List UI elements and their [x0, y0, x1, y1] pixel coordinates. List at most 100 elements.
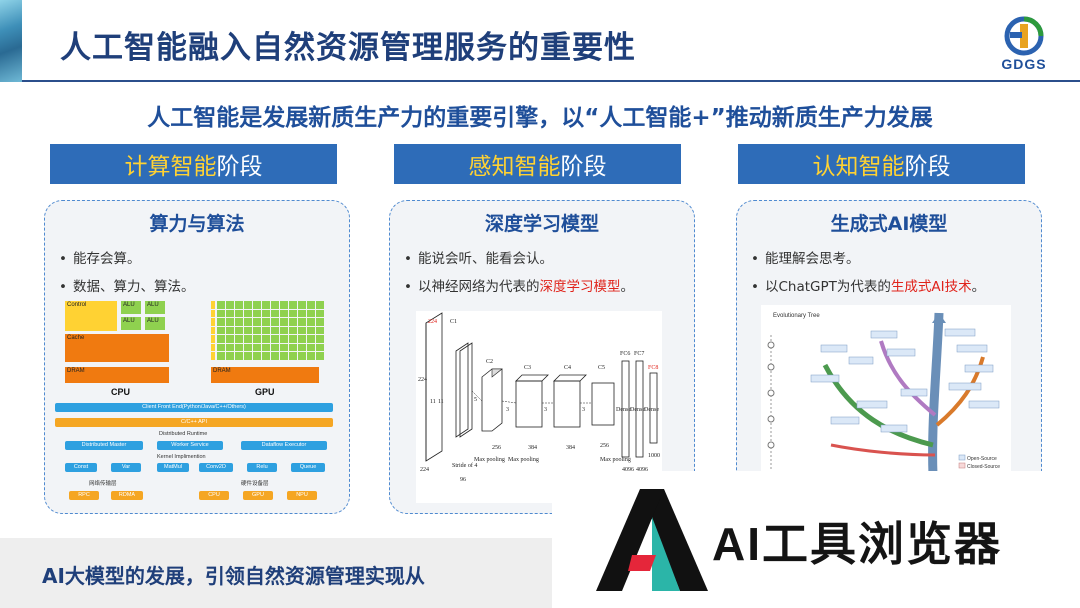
gpu-core-cell — [226, 343, 234, 351]
gpu-core-cell — [235, 301, 243, 309]
stage-suffix: 阶段 — [904, 154, 951, 180]
gpu-core-cell — [280, 352, 288, 360]
cnn-size: 384 — [566, 445, 575, 451]
gpu-core-cell — [298, 352, 306, 360]
gpu-core-cell — [307, 301, 315, 309]
cnn-label: C2 — [486, 359, 493, 365]
gpu-core-cell — [217, 335, 225, 343]
stage-suffix: 阶段 — [216, 154, 263, 180]
gpu-core-cell — [235, 309, 243, 317]
gpu-core-cell — [235, 343, 243, 351]
cnn-input-tag: 224 — [428, 319, 437, 325]
cnn-size: 256 — [600, 443, 609, 449]
cnn-size: 5 — [474, 397, 477, 403]
gpu-core-cell — [289, 326, 297, 334]
gpu-core-cell — [298, 343, 306, 351]
stage-suffix: 阶段 — [560, 154, 607, 180]
network-chip: RDMA — [111, 491, 143, 500]
worker-service-chip: Worker Service — [157, 441, 223, 450]
gpu-core-cell — [217, 352, 225, 360]
gpu-core-cell — [253, 326, 261, 334]
network-chip: RPC — [69, 491, 99, 500]
gpu-core-cell — [253, 335, 261, 343]
gpu-core-cell — [298, 301, 306, 309]
stage-highlight: 感知智能 — [468, 154, 561, 180]
gpu-core-cell — [289, 343, 297, 351]
cnn-size: 224 — [420, 467, 429, 473]
gpu-core-cell — [226, 335, 234, 343]
gpu-core-cell — [244, 335, 252, 343]
cnn-layers-svg: 224 C1 C2 C3 C4 C5 FC6 FC7 FC8 224 224 1… — [418, 312, 660, 483]
kernel-chip: Var — [111, 463, 141, 472]
stage-computing-intelligence: 计算智能阶段 — [50, 144, 337, 184]
kernel-chip: Conv2D — [199, 463, 233, 472]
cpu-cache-block: Cache — [65, 334, 169, 362]
llm-evolutionary-tree: Evolutionary Tree — [761, 305, 1011, 476]
cnn-size: 3 — [582, 407, 585, 413]
gpu-core-cell — [307, 343, 315, 351]
gpu-core-cell — [262, 309, 270, 317]
kernel-chip: Const — [65, 463, 97, 472]
cnn-stride-label: Stride of 4 — [452, 462, 477, 469]
kernel-chip: Queue — [291, 463, 325, 472]
gpu-core-cell — [244, 343, 252, 351]
gpu-core-grid — [211, 301, 324, 363]
gpu-core-cell — [262, 343, 270, 351]
gpu-core-cell — [235, 326, 243, 334]
bullet-item: •以ChatGPT为代表的生成式AI技术。 — [751, 279, 986, 295]
cnn-size: 1000 — [648, 453, 660, 459]
gpu-core-cell — [244, 326, 252, 334]
bottom-statement: AI大模型的发展，引领自然资源管理实现从 — [42, 564, 425, 588]
cnn-size: 3 — [506, 407, 509, 413]
cpu-dram-block: DRAM — [65, 367, 169, 383]
gpu-core-cell — [226, 352, 234, 360]
gpu-core-cell — [307, 352, 315, 360]
cnn-label: C4 — [564, 365, 571, 371]
dataflow-executor-chip: Dataflow Executor — [241, 441, 327, 450]
cnn-size: 384 — [528, 445, 537, 451]
gpu-dram-block: DRAM — [211, 367, 319, 383]
gpu-control-cell — [211, 335, 215, 343]
gpu-core-cell — [280, 335, 288, 343]
legend-closed-source: Closed-Source — [967, 464, 1000, 470]
gpu-core-cell — [217, 318, 225, 326]
panel-title: 算力与算法 — [149, 213, 245, 235]
slide-subtitle: 人工智能是发展新质生产力的重要引擎，以“人工智能+”推动新质生产力发展 — [147, 105, 933, 131]
gdgs-logo: GDGS — [988, 14, 1060, 74]
cpu-alu-block: ALU — [121, 301, 141, 314]
gpu-core-cell — [271, 326, 279, 334]
gpu-core-cell — [253, 318, 261, 326]
cnn-pool-label: Max pooling — [600, 457, 631, 463]
cnn-size: 96 — [460, 477, 466, 483]
legend-open-source: Open-Source — [967, 456, 997, 462]
cnn-label: C1 — [450, 319, 457, 325]
gpu-core-cell — [271, 318, 279, 326]
cnn-label: FC8 — [648, 365, 658, 371]
gpu-core-cell — [217, 343, 225, 351]
hardware-layer-label: 硬件设备层 — [241, 481, 269, 487]
gpu-core-cell — [280, 318, 288, 326]
evolutionary-tree-svg: Evolutionary Tree — [767, 312, 1000, 476]
tree-title: Evolutionary Tree — [773, 313, 820, 319]
cnn-dense-label: Dense — [630, 407, 645, 413]
network-layer-label: 网络传输层 — [89, 481, 117, 487]
distributed-master-chip: Distributed Master — [65, 441, 143, 450]
gpu-label: GPU — [255, 387, 275, 397]
stage-perceptual-intelligence: 感知智能阶段 — [394, 144, 681, 184]
gpu-core-cell — [217, 326, 225, 334]
gpu-control-cell — [211, 309, 215, 317]
gpu-core-cell — [289, 352, 297, 360]
cpu-alu-block: ALU — [145, 301, 165, 314]
gpu-core-cell — [289, 335, 297, 343]
gpu-core-cell — [262, 301, 270, 309]
header-photo-strip — [0, 0, 22, 82]
bullet-item: •以神经网络为代表的深度学习模型。 — [404, 279, 634, 295]
gpu-core-cell — [271, 335, 279, 343]
cnn-size: 256 — [492, 445, 501, 451]
c-api-bar: C/C++ API — [55, 418, 333, 427]
cnn-label: C3 — [524, 365, 531, 371]
gpu-core-cell — [307, 326, 315, 334]
device-chip: GPU — [243, 491, 273, 500]
kernel-chip: Relu — [247, 463, 277, 472]
gpu-core-cell — [289, 318, 297, 326]
